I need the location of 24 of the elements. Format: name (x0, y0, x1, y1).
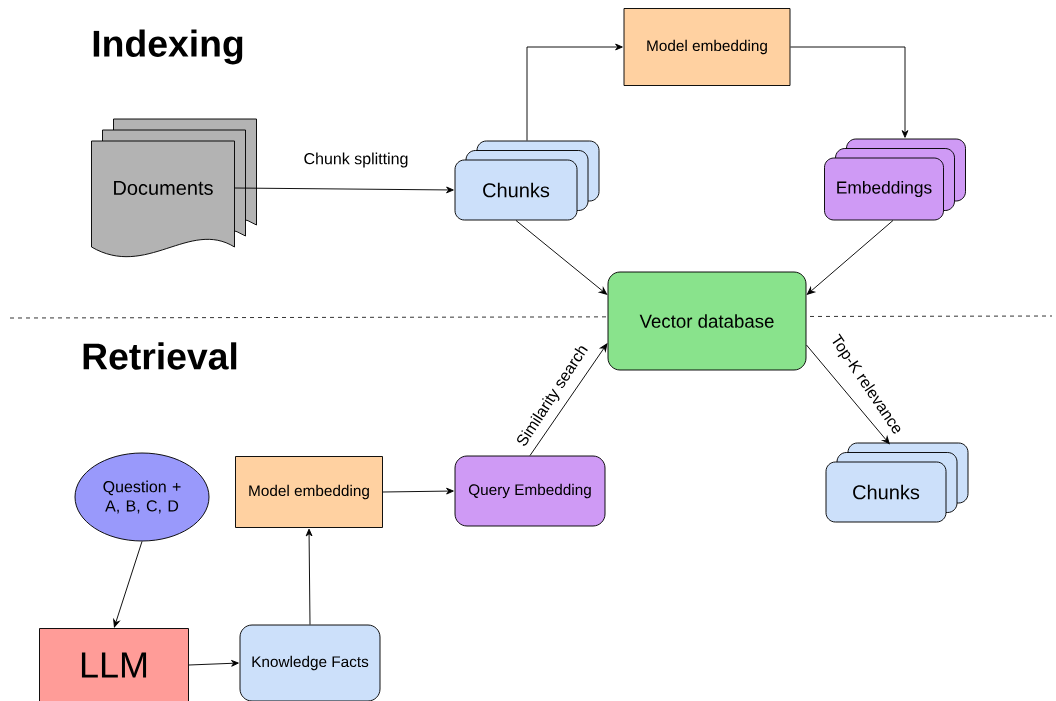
arrow (790, 46, 909, 138)
arrow (515, 220, 608, 295)
process-box: Model embedding (235, 456, 383, 528)
arrow (188, 659, 239, 667)
arrow (305, 528, 313, 625)
document-stack: Documents (91, 118, 257, 258)
stacked-boxes: Chunks (825, 442, 969, 523)
database-box: Vector database (607, 271, 807, 371)
stacked-boxes: Chunks (454, 140, 600, 221)
edge-label: Chunk splitting (302, 151, 410, 169)
arrow (113, 541, 143, 628)
stacked-boxes: Embeddings (824, 138, 966, 221)
model-box: LLM (39, 628, 189, 701)
arrow (234, 186, 454, 194)
process-box: Knowledge Facts (239, 624, 381, 701)
arrow (806, 344, 890, 445)
arrow (806, 220, 894, 295)
arrow (526, 43, 623, 141)
arrow (529, 343, 608, 456)
section-heading: Retrieval (83, 342, 237, 370)
arrow (382, 487, 454, 495)
section-heading: Indexing (93, 29, 243, 65)
process-box: Model embedding (623, 8, 791, 86)
process-box: Query Embedding (454, 455, 606, 527)
